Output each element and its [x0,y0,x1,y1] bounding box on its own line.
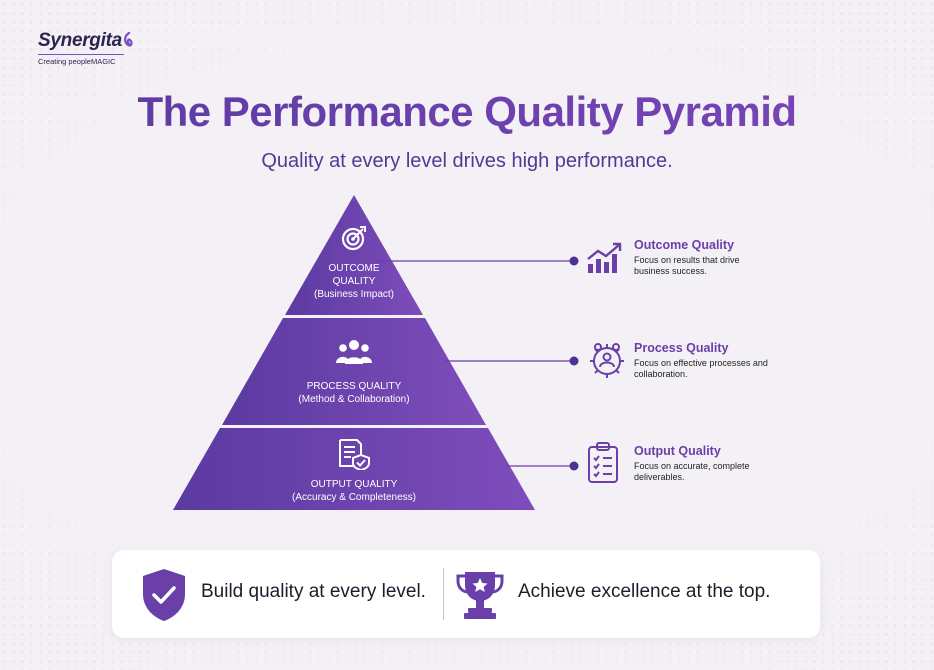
connector-dot-output [569,461,579,471]
detail-outcome-title: Outcome Quality [634,238,735,252]
page-subtitle: Quality at every level drives high perfo… [261,150,673,172]
trophy-icon [456,572,504,619]
tier-outcome-line3: (Business Impact) [313,289,395,300]
detail-process-title: Process Quality [634,341,729,355]
target-icon [341,226,366,251]
detail-output-title: Output Quality [634,444,721,458]
footer-divider [443,568,444,620]
footer-left-text: Build quality at every level. [201,581,426,602]
document-check-icon [339,439,370,470]
growth-chart-icon [587,242,622,273]
brand-tagline: Creating peopleMAGIC [38,54,124,66]
footer-panel: Build quality at every level. Achieve ex… [112,550,820,638]
detail-outcome-desc: Focus on results that drive business suc… [634,255,740,276]
detail-output-desc: Focus on accurate, complete deliverables… [634,461,750,482]
detail-outcome: Outcome Quality Focus on results that dr… [587,238,804,277]
pyramid-tier-middle [222,318,486,425]
tier-process-line2: (Method & Collaboration) [298,394,410,405]
pyramid-tier-top [285,195,423,315]
tier-process-line1: PROCESS QUALITY [306,381,402,392]
pyramid-tier-bottom [173,428,535,510]
clipboard-checklist-icon [588,442,618,483]
team-icon [336,340,372,364]
tier-output-line2: (Accuracy & Completeness) [292,492,416,503]
tier-outcome-line2: QUALITY [332,276,376,287]
brand-logo: Synergita Creating peopleMAGIC [38,30,133,66]
team-gear-icon [590,343,624,378]
tier-label-outcome: OUTCOME QUALITY (Business Impact) [294,262,414,301]
connector-dot-process [569,356,579,366]
brand-name: Synergita [38,30,122,51]
tier-output-line1: OUTPUT QUALITY [310,479,398,490]
tier-label-process: PROCESS QUALITY (Method & Collaboration) [264,380,444,406]
tier-label-output: OUTPUT QUALITY (Accuracy & Completeness) [254,478,454,504]
tier-outcome-line1: OUTCOME [328,263,380,274]
detail-output: Output Quality Focus on accurate, comple… [588,442,804,483]
connector-dot-outcome [569,256,579,266]
detail-process-desc: Focus on effective processes and collabo… [634,358,768,379]
shield-check-icon [143,569,185,621]
brand-mark-icon [124,32,133,47]
detail-process: Process Quality Focus on effective proce… [590,341,804,380]
page-title: The Performance Quality Pyramid [0,88,934,136]
footer-right-text: Achieve excellence at the top. [518,581,771,602]
